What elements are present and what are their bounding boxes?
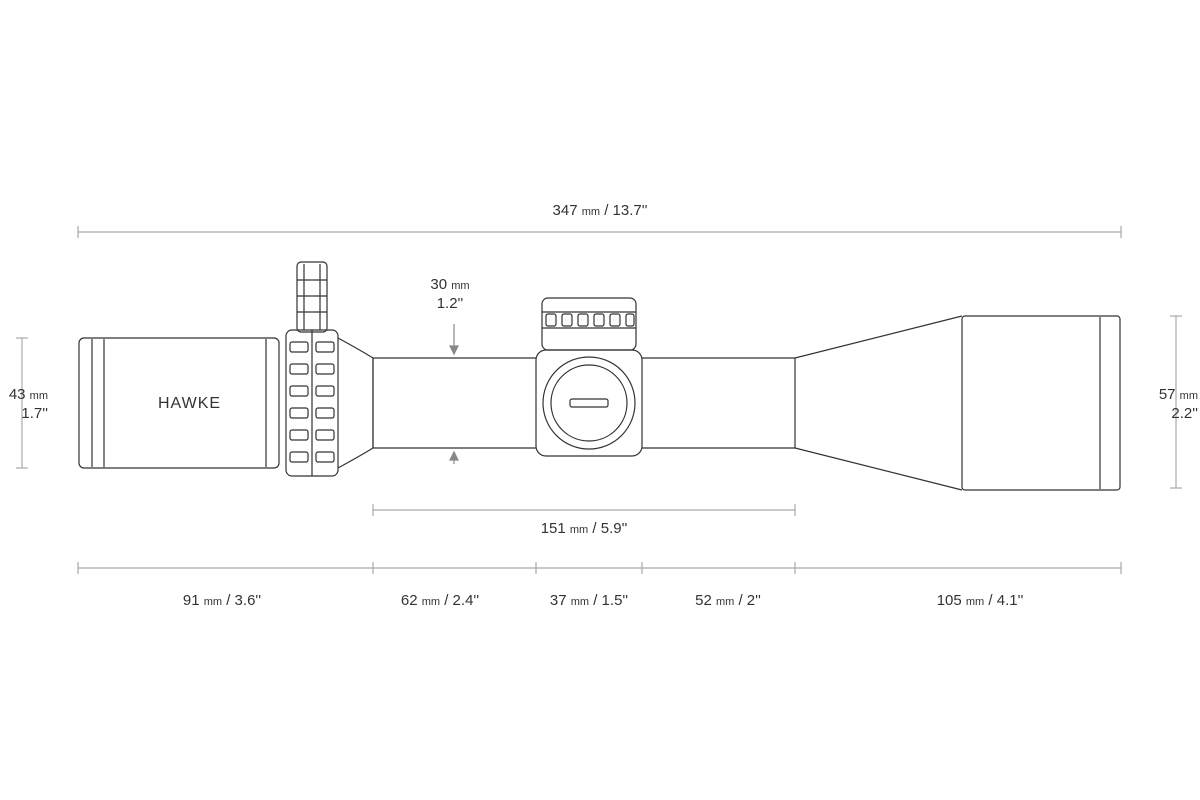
overall-length-line xyxy=(77,226,1122,238)
segment-imperial: / 1.5'' xyxy=(593,592,629,609)
tube-diameter-arrows xyxy=(449,324,459,464)
segment-value: 52 xyxy=(695,592,712,609)
eyepiece-height-line xyxy=(16,337,28,469)
objective-diameter-label: 57 mm 2.2'' xyxy=(1140,386,1198,423)
objective-height-line xyxy=(1170,315,1182,489)
segment-label-turret: 37 mm / 1.5'' xyxy=(550,592,628,609)
eyepiece-bell xyxy=(337,337,374,469)
eyepiece-diameter-value: 43 xyxy=(8,386,26,403)
segment-value: 91 xyxy=(182,592,200,609)
tube-diameter-imperial: 1.2'' xyxy=(436,295,464,312)
segment-imperial: / 2.4'' xyxy=(444,592,480,609)
overall-length-imperial: / 13.7'' xyxy=(604,202,648,219)
tube-length-value: 151 xyxy=(540,520,566,537)
segment-value: 37 xyxy=(549,592,567,609)
main-tube xyxy=(372,357,795,449)
segment-imperial: / 4.1'' xyxy=(988,592,1024,609)
tube-length-unit: mm xyxy=(569,524,589,536)
eyepiece xyxy=(78,337,280,469)
segment-label-rear-tube: 52 mm / 2'' xyxy=(695,592,761,609)
tube-length-label: 151 mm / 5.9'' xyxy=(541,520,628,537)
segment-dimension-line xyxy=(77,562,1122,574)
tube-diameter-value: 30 xyxy=(430,276,448,293)
segment-unit: mm xyxy=(715,596,735,608)
eyepiece-diameter-unit: mm xyxy=(29,390,48,402)
tube-length-line xyxy=(372,504,796,516)
tube-length-imperial: / 5.9'' xyxy=(592,520,628,537)
segment-label-eyepiece: 91 mm / 3.6'' xyxy=(183,592,261,609)
segment-unit: mm xyxy=(965,596,985,608)
segment-unit: mm xyxy=(570,596,590,608)
objective-diameter-value: 57 xyxy=(1158,386,1176,403)
segment-value: 62 xyxy=(400,592,418,609)
objective-diameter-unit: mm xyxy=(1179,390,1198,402)
magnification-ring xyxy=(285,261,339,477)
tube-diameter-label: 30 mm 1.2'' xyxy=(430,276,469,313)
segment-label-front-tube: 62 mm / 2.4'' xyxy=(401,592,479,609)
segment-unit: mm xyxy=(421,596,441,608)
turret xyxy=(535,297,643,457)
overall-length-label: 347 mm / 13.7'' xyxy=(553,202,648,219)
tube-diameter-unit: mm xyxy=(451,280,470,292)
overall-length-value: 347 xyxy=(552,202,578,219)
segment-label-objective: 105 mm / 4.1'' xyxy=(937,592,1024,609)
segment-imperial: / 3.6'' xyxy=(226,592,262,609)
objective-bell xyxy=(794,315,1121,491)
objective-diameter-imperial: 2.2'' xyxy=(1171,405,1198,422)
overall-length-unit: mm xyxy=(581,206,601,218)
eyepiece-diameter-label: 43 mm 1.7'' xyxy=(0,386,48,423)
segment-value: 105 xyxy=(936,592,962,609)
segment-unit: mm xyxy=(203,596,223,608)
segment-imperial: / 2'' xyxy=(738,592,761,609)
eyepiece-diameter-imperial: 1.7'' xyxy=(21,405,48,422)
brand-logo: HAWKE xyxy=(158,395,222,412)
